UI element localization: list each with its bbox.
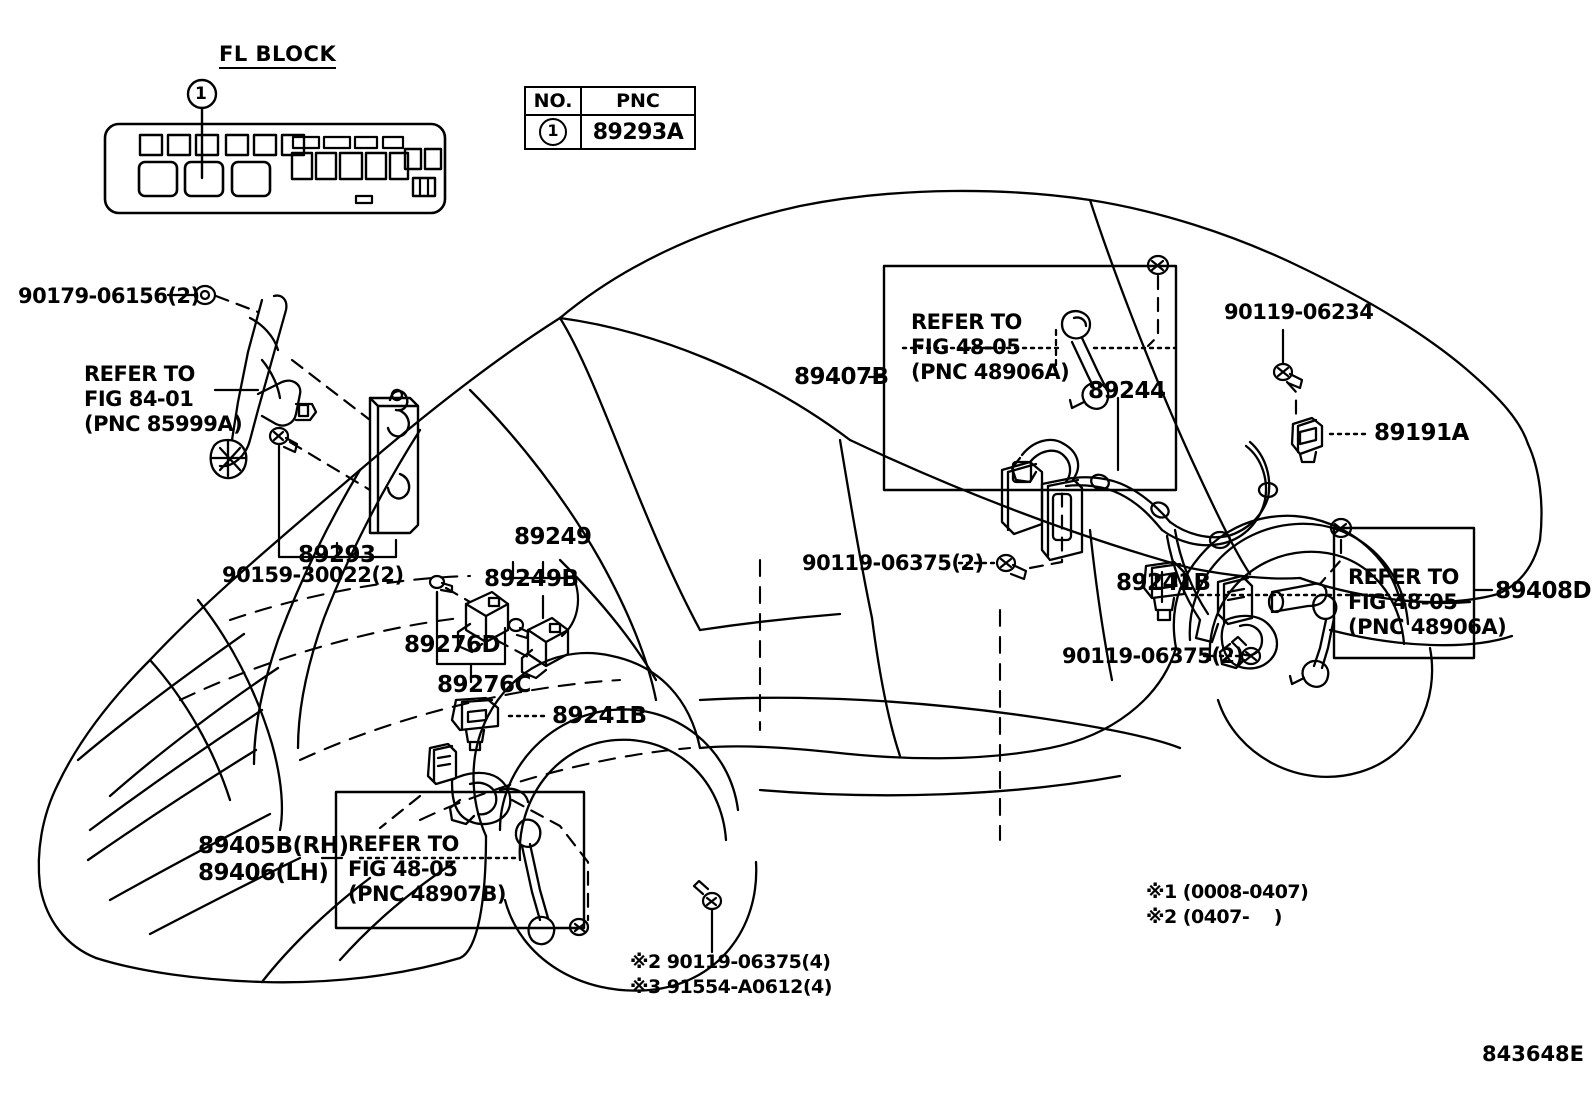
height-sensor-rear-lower-graphic xyxy=(1216,574,1338,688)
label-89276C: 89276C xyxy=(437,672,531,698)
label-89191A: 89191A xyxy=(1374,420,1469,446)
label-90119-06234: 90119-06234 xyxy=(1224,300,1374,324)
fl-block-callout-number: 1 xyxy=(195,84,207,104)
label-89405B-89406: 89405B(RH) 89406(LH) xyxy=(198,833,349,887)
pnc-table-header-pnc: PNC xyxy=(580,86,696,116)
pnc-table-header-no: NO. xyxy=(524,86,582,116)
sensor-89241b-front-graphic xyxy=(450,696,500,752)
pnc-table-header-row: NO. PNC xyxy=(524,86,696,116)
fl-block-title: FL BLOCK xyxy=(219,42,337,69)
note-bottom-right: ※1 (0008-0407) ※2 (0407- ) xyxy=(1146,881,1309,928)
label-89293: 89293 xyxy=(298,542,376,568)
label-refer-fig-84-01: REFER TO FIG 84-01 (PNC 85999A) xyxy=(84,362,243,436)
harness-89244-graphic xyxy=(1010,438,1279,644)
pnc-table: NO. PNC 1 89293A xyxy=(524,86,696,150)
pnc-table-row: 1 89293A xyxy=(524,114,696,150)
leader-lines-dotted xyxy=(358,346,1434,860)
car-body-outline xyxy=(37,189,1543,992)
label-89241B-front: 89241B xyxy=(552,703,647,729)
label-refer-fig-48-05-rear-lower: REFER TO FIG 48-05 (PNC 48906A) xyxy=(1348,565,1507,639)
fastener-graphics xyxy=(193,254,1353,666)
label-refer-fig-48-05-rear-upper: REFER TO FIG 48-05 (PNC 48906A) xyxy=(911,310,1070,384)
label-refer-fig-48-05-front: REFER TO FIG 48-05 (PNC 48907B) xyxy=(348,832,506,906)
label-90159-30022: 90159-30022(2) xyxy=(222,563,404,587)
bolt-89249b-graphic xyxy=(507,617,530,640)
label-90179-06156: 90179-06156(2) xyxy=(18,284,200,308)
ecu-89293-graphic xyxy=(368,388,420,535)
bolt-89276d-graphic xyxy=(428,574,454,594)
label-89276D: 89276D xyxy=(404,632,501,658)
bracket-85999a-graphic xyxy=(209,294,318,480)
label-89407B: 89407B xyxy=(794,364,889,390)
module-89241b-rear-graphic xyxy=(1142,560,1186,622)
pnc-row-callout-circle: 1 xyxy=(539,118,567,146)
fl-block-graphic xyxy=(103,78,447,215)
bolt-90119-06375-4-graphic xyxy=(692,879,723,954)
pnc-table-cell-no: 1 xyxy=(524,114,582,150)
refer-boxes xyxy=(334,264,1476,930)
label-89244: 89244 xyxy=(1088,378,1166,404)
label-90119-06375-a: 90119-06375(2) xyxy=(802,551,984,575)
label-90119-06375-b: 90119-06375(2) xyxy=(1062,644,1244,668)
sensor-89191a-graphic xyxy=(1290,416,1324,464)
label-89408D: 89408D xyxy=(1495,578,1592,604)
label-89249: 89249 xyxy=(514,524,592,550)
label-89249B: 89249B xyxy=(484,566,579,592)
height-sensor-rear-upper-graphic xyxy=(1054,310,1110,410)
pnc-table-cell-pnc: 89293A xyxy=(580,114,696,150)
sensor-89276d-graphic xyxy=(456,590,510,654)
note-bottom-left: ※2 90119-06375(4) ※3 91554-A0612(4) xyxy=(630,951,832,998)
height-sensor-front-graphic xyxy=(426,742,590,946)
assembly-dashed-lines xyxy=(214,274,1343,922)
label-89241B-rear: 89241B xyxy=(1116,570,1211,596)
drawing-number: 843648E xyxy=(1482,1042,1585,1066)
